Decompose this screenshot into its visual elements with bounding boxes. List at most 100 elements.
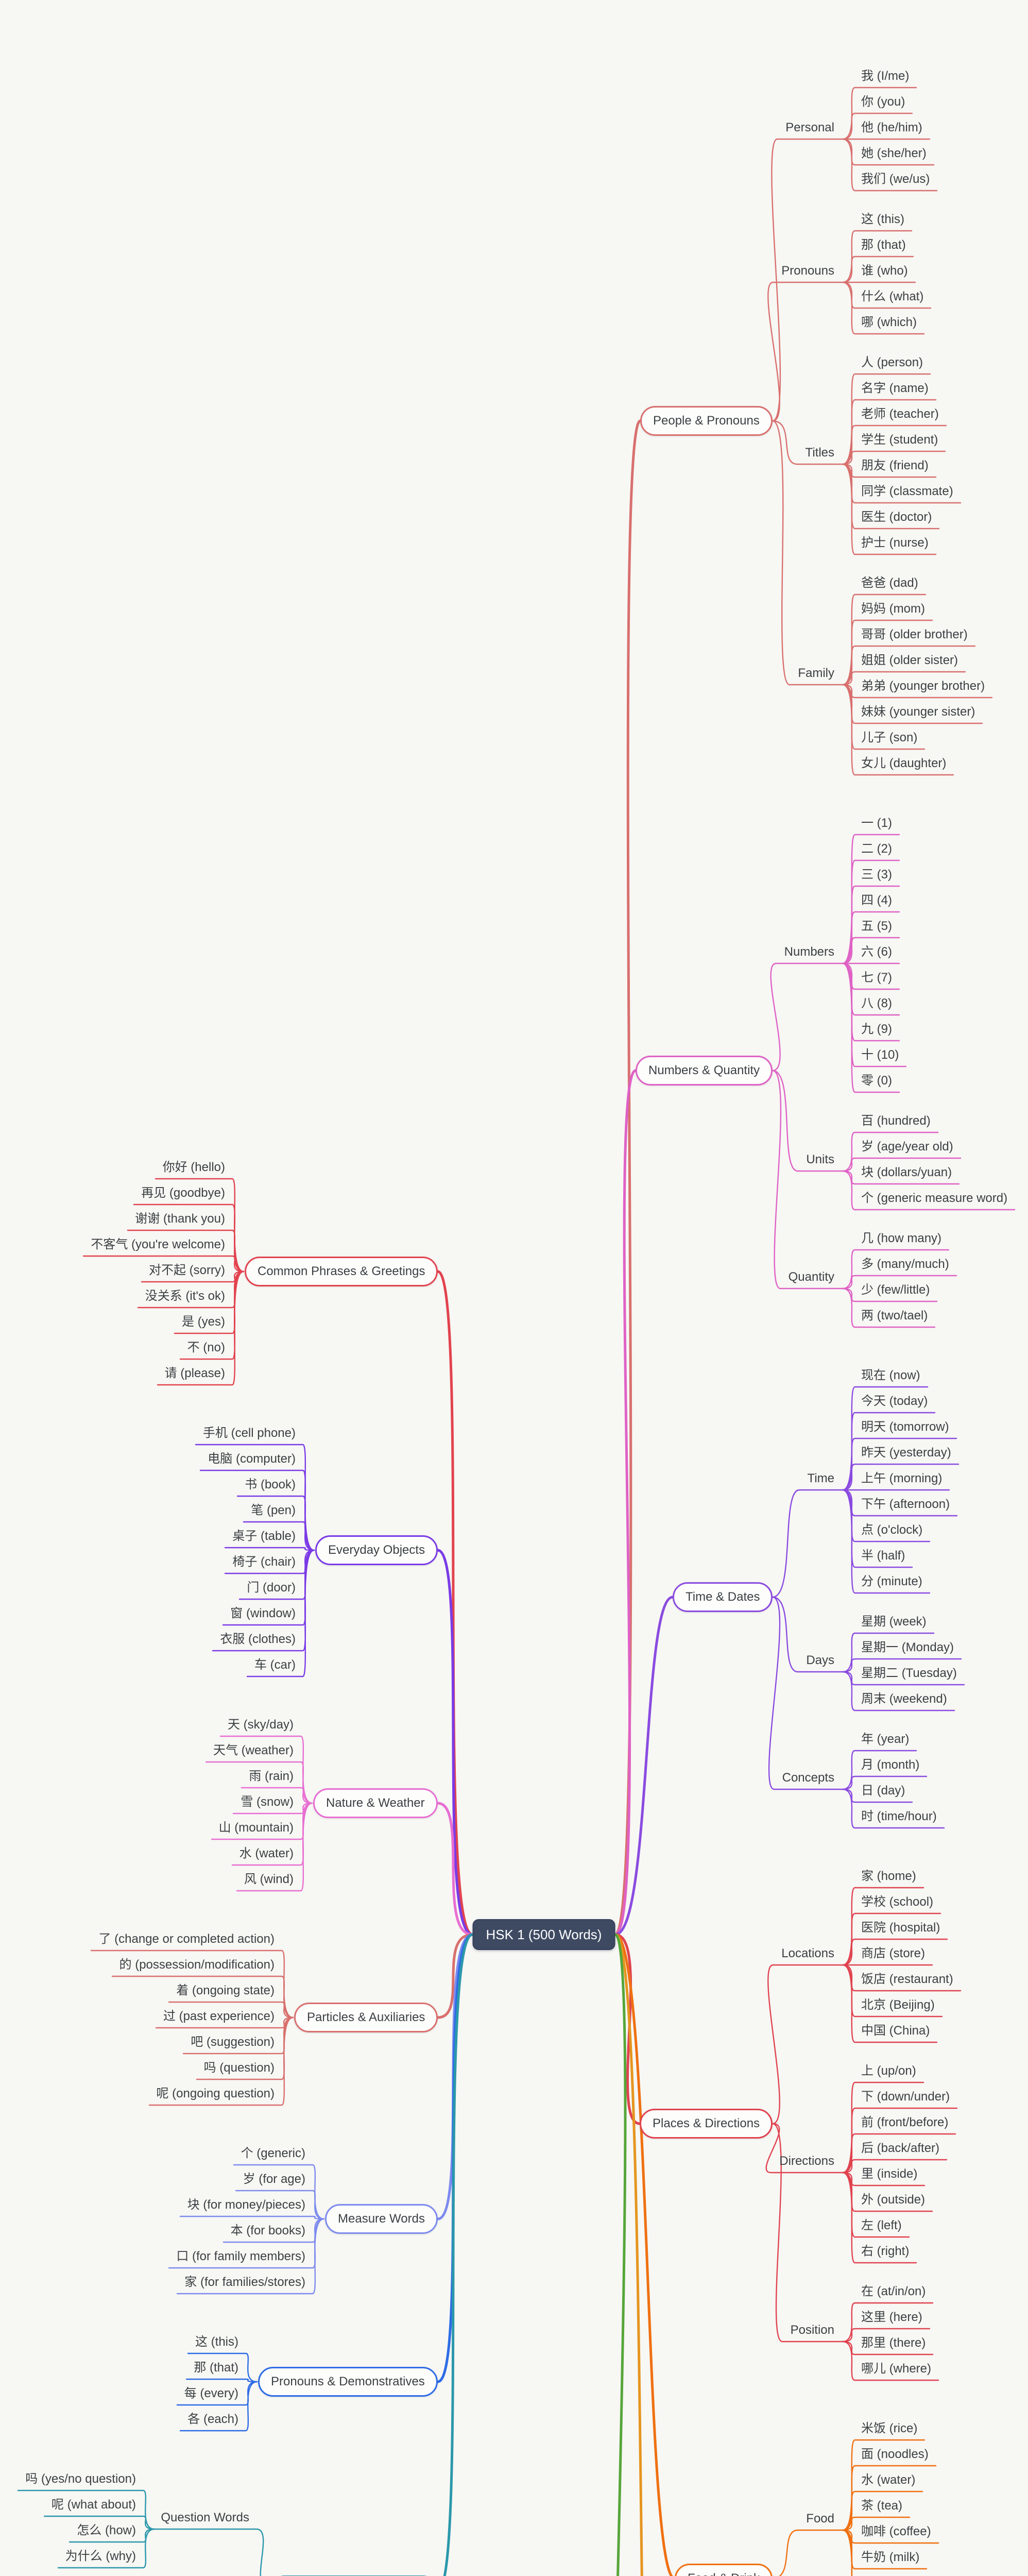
leaf-topic[interactable]: 谢谢 (thank you)	[135, 1212, 225, 1226]
leaf-topic[interactable]: 中国 (China)	[861, 2024, 930, 2038]
leaf-topic[interactable]: 这 (this)	[195, 2335, 238, 2349]
branch-node-common-phrases-greetings[interactable]: Common Phrases & Greetings	[245, 1257, 438, 1286]
leaf-topic[interactable]: 岁 (age/year old)	[861, 1140, 953, 1154]
branch-node-pronouns-demonstratives[interactable]: Pronouns & Demonstratives	[258, 2367, 438, 2397]
leaf-topic[interactable]: 的 (possession/modification)	[119, 1958, 275, 1972]
leaf-topic[interactable]: 下午 (afternoon)	[861, 1497, 950, 1511]
leaf-topic[interactable]: 过 (past experience)	[163, 2009, 275, 2023]
leaf-topic[interactable]: 米饭 (rice)	[861, 2421, 918, 2435]
group-node-concepts[interactable]: Concepts	[782, 1771, 834, 1785]
group-node-personal[interactable]: Personal	[785, 121, 834, 134]
leaf-topic[interactable]: 今天 (today)	[861, 1394, 928, 1408]
leaf-topic[interactable]: 昨天 (yesterday)	[861, 1446, 951, 1460]
leaf-topic[interactable]: 椅子 (chair)	[232, 1555, 296, 1569]
leaf-topic[interactable]: 岁 (for age)	[243, 2172, 305, 2186]
leaf-topic[interactable]: 分 (minute)	[861, 1574, 922, 1588]
leaf-topic[interactable]: 人 (person)	[861, 355, 923, 369]
leaf-topic[interactable]: 零 (0)	[861, 1074, 892, 1088]
leaf-topic[interactable]: 那里 (there)	[861, 2336, 926, 2350]
leaf-topic[interactable]: 吗 (question)	[203, 2061, 275, 2075]
leaf-topic[interactable]: 那 (that)	[194, 2361, 238, 2375]
leaf-topic[interactable]: 前 (front/before)	[861, 2115, 949, 2129]
leaf-topic[interactable]: 明天 (tomorrow)	[861, 1420, 949, 1434]
branch-node-everyday-objects[interactable]: Everyday Objects	[315, 1535, 438, 1565]
leaf-topic[interactable]: 风 (wind)	[244, 1872, 294, 1886]
leaf-topic[interactable]: 个 (generic)	[241, 2146, 305, 2160]
leaf-topic[interactable]: 你 (you)	[861, 95, 905, 109]
leaf-topic[interactable]: 怎么 (how)	[77, 2523, 136, 2537]
leaf-topic[interactable]: 医生 (doctor)	[861, 510, 932, 524]
leaf-topic[interactable]: 家 (home)	[861, 1869, 916, 1883]
leaf-topic[interactable]: 那 (that)	[861, 238, 906, 252]
leaf-topic[interactable]: 儿子 (son)	[861, 731, 918, 744]
leaf-topic[interactable]: 多 (many/much)	[861, 1257, 949, 1271]
leaf-topic[interactable]: 五 (5)	[861, 919, 892, 933]
leaf-topic[interactable]: 时 (time/hour)	[861, 1809, 937, 1823]
leaf-topic[interactable]: 六 (6)	[861, 945, 892, 959]
leaf-topic[interactable]: 雨 (rain)	[249, 1769, 294, 1783]
leaf-topic[interactable]: 每 (every)	[184, 2386, 238, 2400]
leaf-topic[interactable]: 天 (sky/day)	[227, 1718, 294, 1732]
leaf-topic[interactable]: 老师 (teacher)	[861, 407, 939, 421]
leaf-topic[interactable]: 朋友 (friend)	[861, 459, 929, 472]
leaf-topic[interactable]: 上 (up/on)	[861, 2064, 916, 2078]
leaf-topic[interactable]: 在 (at/in/on)	[861, 2284, 926, 2298]
leaf-topic[interactable]: 呢 (what about)	[51, 2498, 136, 2512]
group-node-days[interactable]: Days	[806, 1653, 834, 1667]
leaf-topic[interactable]: 八 (8)	[861, 996, 892, 1010]
group-node-question-words[interactable]: Question Words	[161, 2511, 249, 2524]
group-node-numbers[interactable]: Numbers	[784, 945, 834, 959]
branch-node-people-pronouns[interactable]: People & Pronouns	[640, 406, 773, 436]
leaf-topic[interactable]: 四 (4)	[861, 893, 892, 907]
leaf-topic[interactable]: 再见 (goodbye)	[141, 1186, 225, 1200]
leaf-topic[interactable]: 什么 (what)	[861, 290, 924, 303]
leaf-topic[interactable]: 门 (door)	[247, 1581, 296, 1595]
leaf-topic[interactable]: 水 (water)	[861, 2473, 916, 2487]
group-node-titles[interactable]: Titles	[805, 446, 834, 460]
group-node-units[interactable]: Units	[806, 1153, 834, 1166]
leaf-topic[interactable]: 哥哥 (older brother)	[861, 628, 968, 641]
leaf-topic[interactable]: 我 (I/me)	[861, 69, 910, 83]
leaf-topic[interactable]: 呢 (ongoing question)	[156, 2087, 275, 2100]
leaf-topic[interactable]: 块 (for money/pieces)	[187, 2198, 305, 2212]
group-node-locations[interactable]: Locations	[781, 1946, 834, 1960]
leaf-topic[interactable]: 妹妹 (younger sister)	[861, 705, 975, 719]
leaf-topic[interactable]: 个 (generic measure word)	[861, 1191, 1008, 1205]
leaf-topic[interactable]: 吧 (suggestion)	[191, 2035, 275, 2049]
leaf-topic[interactable]: 十 (10)	[861, 1048, 899, 1062]
leaf-topic[interactable]: 茶 (tea)	[861, 2499, 903, 2513]
leaf-topic[interactable]: 没关系 (it's ok)	[145, 1289, 225, 1303]
leaf-topic[interactable]: 月 (month)	[861, 1758, 920, 1772]
leaf-topic[interactable]: 车 (car)	[254, 1658, 296, 1672]
leaf-topic[interactable]: 家 (for families/stores)	[184, 2275, 305, 2289]
group-node-directions[interactable]: Directions	[779, 2154, 834, 2168]
leaf-topic[interactable]: 百 (hundred)	[861, 1114, 931, 1128]
group-node-food[interactable]: Food	[806, 2512, 834, 2526]
leaf-topic[interactable]: 牛奶 (milk)	[861, 2550, 920, 2564]
leaf-topic[interactable]: 天气 (weather)	[213, 1743, 294, 1757]
leaf-topic[interactable]: 山 (mountain)	[218, 1821, 294, 1835]
leaf-topic[interactable]: 星期 (week)	[861, 1615, 927, 1629]
leaf-topic[interactable]: 周末 (weekend)	[861, 1692, 947, 1706]
leaf-topic[interactable]: 九 (9)	[861, 1022, 892, 1036]
group-node-time[interactable]: Time	[807, 1471, 834, 1485]
leaf-topic[interactable]: 这里 (here)	[861, 2310, 922, 2324]
leaf-topic[interactable]: 妈妈 (mom)	[861, 602, 925, 616]
leaf-topic[interactable]: 咖啡 (coffee)	[861, 2524, 931, 2538]
leaf-topic[interactable]: 姐姐 (older sister)	[861, 653, 958, 667]
leaf-topic[interactable]: 本 (for books)	[230, 2224, 305, 2238]
leaf-topic[interactable]: 块 (dollars/yuan)	[861, 1165, 952, 1179]
leaf-topic[interactable]: 后 (back/after)	[861, 2141, 940, 2155]
leaf-topic[interactable]: 左 (left)	[861, 2218, 902, 2232]
leaf-topic[interactable]: 星期一 (Monday)	[861, 1640, 954, 1654]
root-node-hsk1[interactable]: HSK 1 (500 Words)	[472, 1919, 615, 1950]
leaf-topic[interactable]: 少 (few/little)	[861, 1283, 930, 1297]
branch-node-numbers-quantity[interactable]: Numbers & Quantity	[636, 1056, 773, 1086]
leaf-topic[interactable]: 女儿 (daughter)	[861, 756, 947, 770]
leaf-topic[interactable]: 星期二 (Tuesday)	[861, 1666, 957, 1680]
leaf-topic[interactable]: 各 (each)	[187, 2412, 238, 2426]
branch-node-time-dates[interactable]: Time & Dates	[673, 1582, 773, 1612]
branch-node-measure-words[interactable]: Measure Words	[325, 2204, 438, 2234]
leaf-topic[interactable]: 半 (half)	[861, 1549, 905, 1563]
leaf-topic[interactable]: 他 (he/him)	[861, 121, 922, 134]
